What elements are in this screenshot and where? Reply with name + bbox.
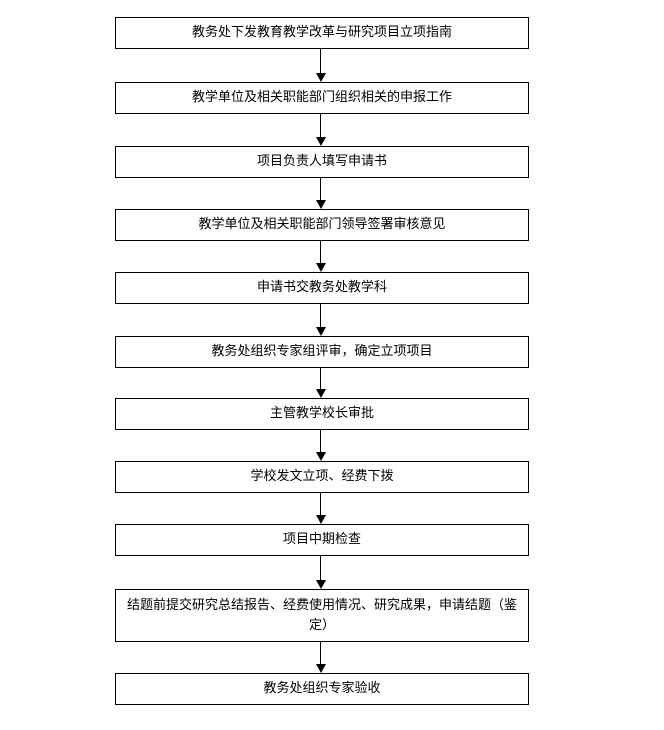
flow-step-label: 教务处组织专家验收 xyxy=(263,681,381,696)
flow-step-box: 项目中期检查 xyxy=(115,524,529,556)
flow-step-box: 结题前提交研究总结报告、经费使用情况、研究成果，申请结题（鉴定） xyxy=(115,589,529,642)
flow-arrow-down-icon xyxy=(316,178,326,209)
flow-step-label: 教学单位及相关职能部门领导签署审核意见 xyxy=(198,217,446,232)
flow-arrow-down-icon xyxy=(316,493,326,524)
flow-arrow-down-icon xyxy=(316,642,326,673)
flow-step-box: 教务处组织专家组评审，确定立项项目 xyxy=(115,336,529,368)
flow-step-box: 教务处组织专家验收 xyxy=(115,673,529,705)
flow-step-box: 项目负责人填写申请书 xyxy=(115,146,529,178)
flow-step-label: 教学单位及相关职能部门组织相关的申报工作 xyxy=(191,90,452,105)
flow-arrow-down-icon xyxy=(316,114,326,146)
flow-arrow-down-icon xyxy=(316,556,326,589)
flow-arrow-down-icon xyxy=(316,304,326,336)
flow-step-box: 主管教学校长审批 xyxy=(115,398,529,430)
flow-step-label: 教务处组织专家组评审，确定立项项目 xyxy=(211,344,433,359)
flow-arrow-down-icon xyxy=(316,241,326,272)
flow-step-box: 教学单位及相关职能部门领导签署审核意见 xyxy=(115,209,529,241)
flow-step-box: 教学单位及相关职能部门组织相关的申报工作 xyxy=(115,82,529,114)
flow-step-label: 结题前提交研究总结报告、经费使用情况、研究成果，申请结题（鉴定） xyxy=(126,597,517,633)
flow-step-label: 申请书交教务处教学科 xyxy=(256,280,387,295)
flow-step-label: 学校发文立项、经费下拨 xyxy=(250,469,394,484)
flow-arrow-down-icon xyxy=(316,368,326,398)
flow-step-box: 申请书交教务处教学科 xyxy=(115,272,529,304)
flow-step-label: 项目中期检查 xyxy=(282,532,361,547)
flow-arrow-down-icon xyxy=(316,430,326,461)
flow-step-label: 教务处下发教育教学改革与研究项目立项指南 xyxy=(191,25,452,40)
flow-step-box: 学校发文立项、经费下拨 xyxy=(115,461,529,493)
flow-arrow-down-icon xyxy=(316,49,326,82)
flow-step-label: 项目负责人填写申请书 xyxy=(256,154,387,169)
flow-step-box: 教务处下发教育教学改革与研究项目立项指南 xyxy=(115,17,529,49)
flow-step-label: 主管教学校长审批 xyxy=(269,406,374,421)
